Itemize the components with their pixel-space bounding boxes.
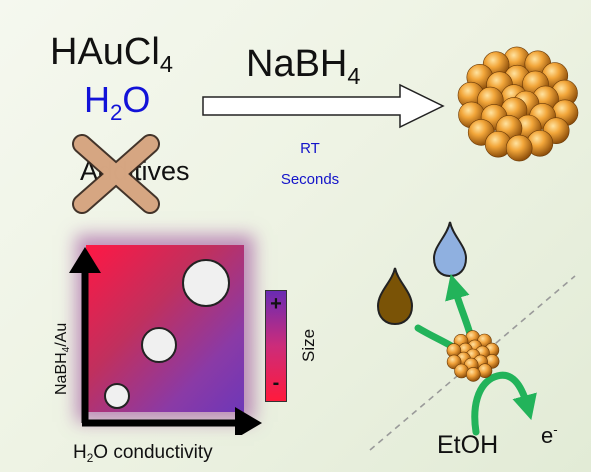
x-axis-label-subscript: 2: [86, 452, 94, 466]
mechanism-diagram: [369, 221, 576, 451]
x-axis-label: H2O conductivity: [73, 442, 213, 466]
brown-droplet-icon: [376, 267, 414, 326]
reducing-agent-label: NaBH4: [246, 43, 360, 88]
x-axis-label-rest: O conductivity: [93, 442, 213, 463]
condition-time: Seconds: [280, 171, 340, 188]
gold-atom: [466, 367, 481, 382]
excluded-cross-icon: [72, 134, 160, 214]
solvent-h: H: [84, 79, 110, 120]
solvent-label: H2O: [84, 79, 151, 124]
electron-charge: -: [553, 421, 558, 437]
x-axis-arrowhead-icon: [235, 407, 262, 435]
electron-e: e: [541, 423, 554, 448]
y-axis-arrowhead-icon: [69, 247, 101, 273]
reducing-agent-main: NaBH: [246, 43, 348, 85]
y-axis-label-rest: /Au: [53, 322, 70, 347]
size-bubble-medium: [141, 327, 177, 363]
etoh-electron-green-arrow: [471, 371, 537, 436]
blue-droplet-icon: [432, 221, 468, 278]
y-axis-label-main: NaBH: [53, 352, 70, 395]
condition-temperature: RT: [300, 140, 320, 157]
size-legend-high: +: [270, 293, 282, 315]
reactant-subscript: 4: [159, 51, 173, 78]
electron-label: e-: [541, 421, 558, 449]
reactant-main: HAuCl: [50, 31, 160, 73]
reaction-arrow-icon: [202, 83, 445, 129]
size-legend-label: Size: [299, 328, 318, 362]
etoh-label: EtOH: [437, 431, 499, 459]
reducing-agent-subscript: 4: [347, 63, 361, 90]
solvent-subscript: 2: [110, 99, 123, 125]
size-bubble-large: [182, 259, 230, 307]
solvent-o: O: [122, 79, 151, 120]
reactant-label: HAuCl4: [50, 31, 173, 76]
gold-atom: [505, 134, 533, 162]
y-axis-label-subscript: 4: [61, 346, 73, 353]
plot-axes: [69, 247, 262, 435]
size-legend-bar: [265, 290, 287, 402]
gold-nanocluster-icon: [457, 46, 579, 162]
x-axis-label-h: H: [73, 442, 87, 463]
y-axis-label: NaBH4/Au: [53, 322, 73, 395]
size-legend-low: -: [272, 372, 280, 394]
size-bubble-small: [104, 383, 130, 409]
